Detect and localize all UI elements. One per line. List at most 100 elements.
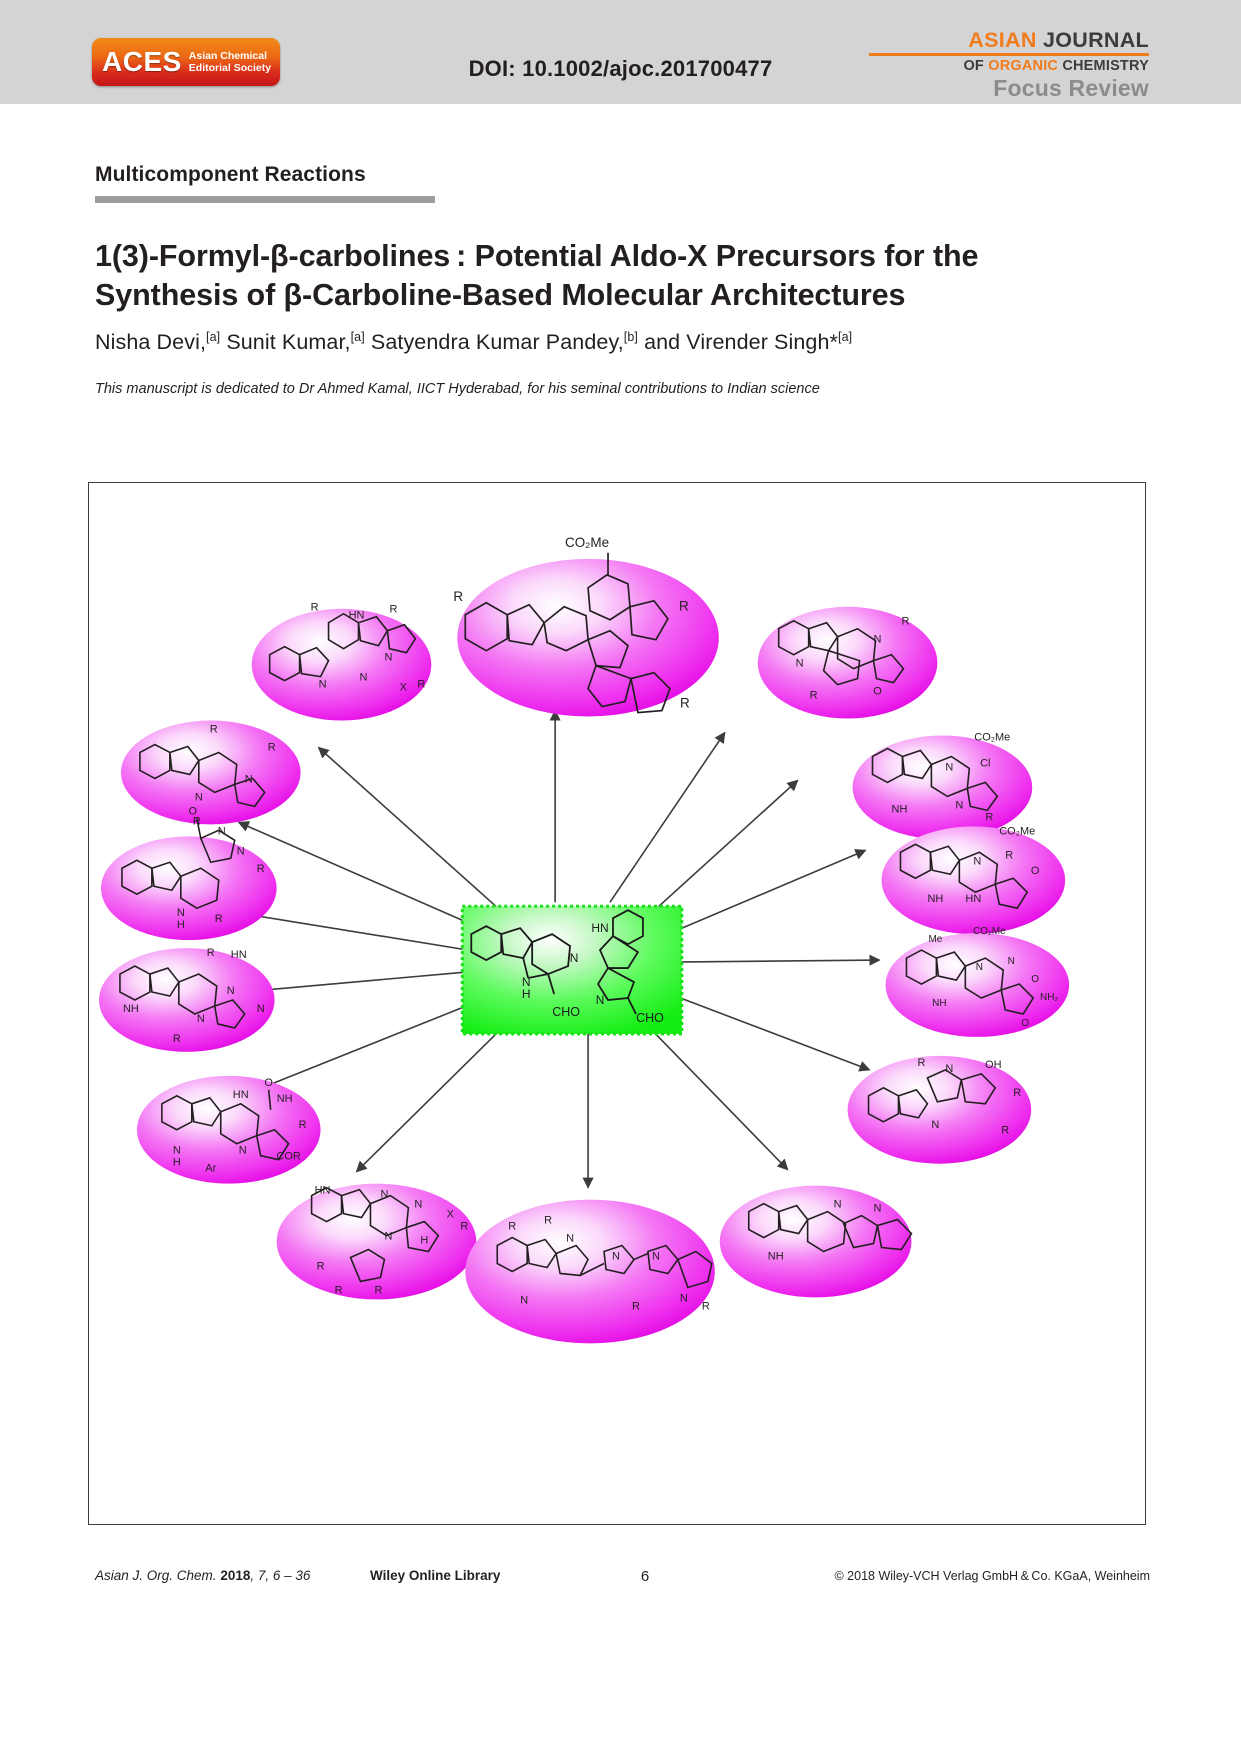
arrow-to-right-upper <box>647 779 799 917</box>
page-footer: Asian J. Org. Chem. 2018, 7, 6 – 36 Wile… <box>95 1568 1150 1590</box>
node-label: R <box>508 1221 516 1233</box>
node-label: H <box>173 1157 181 1169</box>
arrow-to-upper-right <box>609 731 726 903</box>
node-label: Ar <box>205 1163 216 1175</box>
node-label: N <box>796 658 804 670</box>
node-label: X <box>400 682 408 694</box>
node-label: R <box>917 1057 925 1069</box>
node-label: NH <box>892 803 908 815</box>
node-label: R <box>702 1300 710 1312</box>
node-label: R <box>1013 1087 1021 1099</box>
node-label: R <box>680 696 690 711</box>
footer-volume-pages: , 7, 6 – 36 <box>250 1568 311 1583</box>
node-label: HN <box>965 893 981 905</box>
product-node-upper-right: R N N R O <box>757 606 938 719</box>
node-label: R <box>268 741 276 753</box>
product-node-right-lower: R N OH R N R <box>847 1055 1032 1164</box>
journal-word-of: OF <box>963 58 984 74</box>
graphical-abstract-figure: CO₂Me R R R R HN <box>88 482 1146 1525</box>
node-label: O <box>1031 865 1040 877</box>
node-label: R <box>335 1284 343 1296</box>
arrow-to-right-lower <box>669 993 871 1072</box>
center-label-ring-n-right: N <box>596 993 605 1007</box>
node-label: N <box>414 1199 422 1211</box>
node-label: O <box>264 1077 273 1089</box>
author-list: Nisha Devi,[a] Sunit Kumar,[a] Satyendra… <box>95 330 1095 355</box>
author-name: and Virender Singh* <box>644 330 839 355</box>
node-label: COR <box>276 1151 300 1163</box>
node-label: N <box>973 855 981 867</box>
node-label: O <box>873 686 882 698</box>
node-label: O <box>1021 1018 1029 1029</box>
node-label: R <box>1001 1125 1009 1137</box>
node-label: HN <box>233 1089 249 1101</box>
node-label: Cl <box>980 757 990 769</box>
center-label-h: H <box>522 987 531 1001</box>
node-label: R <box>210 724 218 736</box>
node-label: N <box>955 799 963 811</box>
node-label: CO₂Me <box>974 732 1010 744</box>
node-label: H <box>420 1235 428 1247</box>
central-starting-material-box: N H N CHO HN N CHO <box>460 904 684 1036</box>
journal-word-chemistry: CHEMISTRY <box>1062 58 1149 74</box>
journal-accent-rule <box>869 53 1149 56</box>
aces-society-line2: Editorial Society <box>188 62 272 74</box>
product-node-bottom-center: R R N N N N N R R <box>465 1199 715 1344</box>
node-label: N <box>177 907 185 919</box>
aces-society-line1: Asian Chemical <box>188 50 267 62</box>
node-label: Me <box>928 934 942 945</box>
node-label: N <box>612 1251 620 1263</box>
node-label: N <box>239 1145 247 1157</box>
node-label: R <box>257 863 265 875</box>
arrow-to-upper-left <box>317 746 501 911</box>
aces-logo: ACES Asian Chemical Editorial Society <box>92 38 280 86</box>
node-label: CO₂Me <box>973 926 1006 937</box>
node-label: NH₂ <box>1040 992 1058 1003</box>
center-label-cho-left: CHO <box>552 1005 580 1019</box>
node-label: N <box>945 761 953 773</box>
node-label: R <box>810 690 818 702</box>
arrow-to-bottom-left <box>355 1021 509 1173</box>
author-name: Nisha Devi, <box>95 330 207 355</box>
product-node-upper-left: R HN R N N N X R <box>251 602 432 721</box>
article-type-label: Focus Review <box>993 75 1149 101</box>
node-label: N <box>173 1145 181 1157</box>
product-node-top-center: CO₂Me R R R <box>453 535 719 717</box>
node-label: N <box>874 1203 882 1215</box>
node-label: R <box>173 1033 181 1045</box>
node-label: N <box>931 1119 939 1131</box>
node-label: N <box>680 1292 688 1304</box>
author-affiliation: [a] <box>838 330 853 344</box>
arrow-group <box>217 709 881 1189</box>
node-label: HN <box>315 1185 331 1197</box>
doi-text: DOI: 10.1002/ajoc.201700477 <box>468 56 773 81</box>
node-label: N <box>520 1294 528 1306</box>
journal-branding: ASIAN JOURNAL OF ORGANIC CHEMISTRY Focus… <box>869 28 1149 101</box>
node-label: R <box>985 811 993 823</box>
node-label: N <box>384 652 392 664</box>
node-label: R <box>311 602 319 614</box>
product-node-group: CO₂Me R R R R HN <box>98 535 1070 1344</box>
product-node-left-mid-upper: O N N R N H R <box>100 805 277 941</box>
node-label: R <box>215 913 223 925</box>
article-category: Multicomponent Reactions <box>95 163 366 186</box>
node-label: N <box>874 634 882 646</box>
node-label: R <box>299 1119 307 1131</box>
wiley-online-library-link[interactable]: Wiley Online Library <box>370 1568 501 1583</box>
node-label: N <box>566 1233 574 1245</box>
node-label: N <box>380 1189 388 1201</box>
page-title: 1(3)-Formyl-β-carbolines : Potential Ald… <box>95 237 1095 315</box>
product-node-bottom-left: HN N N N H X R R R R <box>276 1183 477 1300</box>
node-label: NH <box>768 1251 784 1263</box>
node-label: O <box>1031 974 1039 985</box>
node-label: R <box>679 599 689 614</box>
arrow-to-left-mid-upper <box>220 906 469 951</box>
node-label: N <box>237 845 245 857</box>
aces-acronym: ACES <box>102 46 182 77</box>
node-label: N <box>257 1003 265 1015</box>
arrow-to-right-mid-lower <box>673 954 881 966</box>
node-label: N <box>1008 956 1015 967</box>
title-line-2: Synthesis of β-Carboline-Based Molecular… <box>95 278 906 312</box>
node-label: OH <box>985 1059 1002 1071</box>
node-label: N <box>945 1063 953 1075</box>
